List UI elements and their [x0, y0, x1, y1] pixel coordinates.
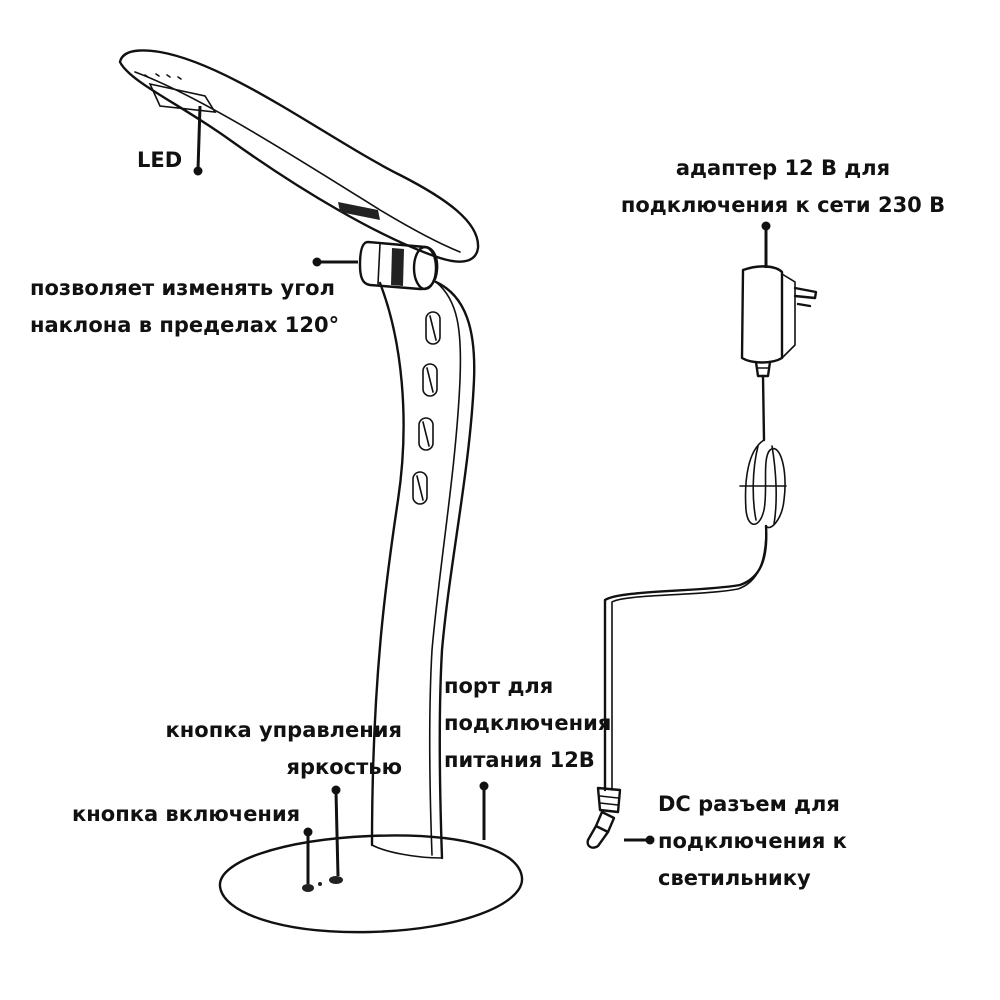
- dc-plug: [586, 786, 622, 849]
- power-button[interactable]: [302, 884, 314, 892]
- tilt-angle-label: позволяет изменять угол наклона в предел…: [30, 276, 340, 337]
- dc-connector-label: DC разъем для подключения к светильнику: [658, 792, 847, 890]
- led-label: LED: [137, 148, 183, 172]
- power-port-label: порт для подключения питания 12В: [444, 674, 612, 772]
- coiled-cable: [603, 439, 787, 792]
- brightness-button-label: кнопка управления яркостью: [165, 718, 402, 779]
- lamp-neck: [370, 280, 476, 860]
- lamp-head: [118, 49, 480, 263]
- hinge: [358, 240, 439, 291]
- power-button-label: кнопка включения: [72, 802, 301, 826]
- lamp-base: [218, 834, 524, 934]
- power-adapter: [740, 265, 818, 442]
- adapter-label: адаптер 12 В для подключения к сети 230 …: [620, 156, 946, 217]
- led-strip: [338, 202, 380, 220]
- callout-leaders: [193, 105, 771, 884]
- brightness-button[interactable]: [329, 876, 343, 884]
